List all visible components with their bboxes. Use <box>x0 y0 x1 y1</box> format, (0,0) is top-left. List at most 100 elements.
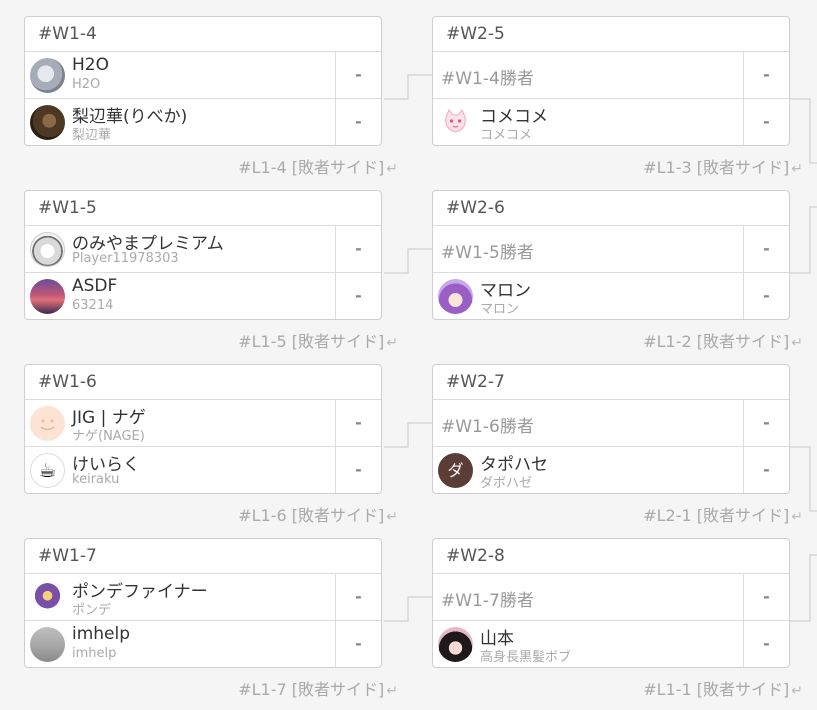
player-name: imhelp <box>72 624 131 644</box>
sunset-avatar <box>30 279 65 314</box>
letter-avatar: ダ <box>438 453 473 488</box>
loser-side-link[interactable]: #L1-4 [敗者サイド]↵ <box>238 158 398 177</box>
match-id: #W2-8 <box>433 539 789 574</box>
player-name: H2O <box>72 55 109 75</box>
player-username: ナゲ(NAGE) <box>72 429 145 444</box>
player-name: ASDF <box>72 276 118 296</box>
return-arrow-icon: ↵ <box>386 509 398 525</box>
player-name: 山本 <box>480 629 514 649</box>
score-cell[interactable]: - <box>335 574 381 620</box>
purple-character-avatar <box>30 580 65 615</box>
match-w2-7[interactable]: #W2-7 #W1-6勝者 - ダ タポハセ ダボハゼ - <box>432 364 790 494</box>
player-slot[interactable]: #W1-4勝者 - <box>433 52 789 99</box>
player-slot[interactable]: ☕ けいらく keiraku - <box>25 447 381 493</box>
player-slot[interactable]: H2O H2O - <box>25 52 381 99</box>
purple-hair-girl-avatar <box>438 279 473 314</box>
winner-placeholder: #W1-4勝者 <box>441 69 534 89</box>
score-cell[interactable]: - <box>335 273 381 319</box>
loser-side-link[interactable]: #L1-1 [敗者サイド]↵ <box>643 680 803 699</box>
score-cell[interactable]: - <box>743 52 789 98</box>
sketch-girl-avatar <box>30 232 65 267</box>
loser-side-link[interactable]: #L1-2 [敗者サイド]↵ <box>643 332 803 351</box>
player-username: 高身長黒髪ボブ <box>480 650 572 665</box>
gray-photo-avatar <box>30 627 65 662</box>
match-w2-6[interactable]: #W2-6 #W1-5勝者 - マロン マロン - <box>432 190 790 320</box>
score-cell[interactable]: - <box>743 574 789 620</box>
match-id: #W2-6 <box>433 191 789 226</box>
loser-side-link[interactable]: #L1-7 [敗者サイド]↵ <box>238 680 398 699</box>
player-slot[interactable]: 梨辺華(りべか) 梨辺華 - <box>25 99 381 145</box>
player-username: コメコメ <box>480 128 533 143</box>
player-slot[interactable]: #W1-7勝者 - <box>433 574 789 621</box>
player-username: マロン <box>480 302 520 317</box>
score-cell[interactable]: - <box>335 400 381 446</box>
match-w1-6[interactable]: #W1-6 JIG | ナゲ ナゲ(NAGE) - ☕ けいらく keiraku… <box>24 364 382 494</box>
match-w1-7[interactable]: #W1-7 ポンデファイナー ポンデ - imhelp imhelp - <box>24 538 382 668</box>
player-slot[interactable]: #W1-5勝者 - <box>433 226 789 273</box>
match-w1-4[interactable]: #W1-4 H2O H2O - 梨辺華(りべか) 梨辺華 - <box>24 16 382 146</box>
loser-side-link[interactable]: #L2-1 [敗者サイド]↵ <box>643 506 803 525</box>
score-cell[interactable]: - <box>743 226 789 272</box>
match-w1-5[interactable]: #W1-5 のみやまプレミアム Player11978303 - ASDF 63… <box>24 190 382 320</box>
player-username: H2O <box>72 77 101 92</box>
match-id: #W1-5 <box>25 191 381 226</box>
player-name: けいらく <box>72 455 140 475</box>
return-arrow-icon: ↵ <box>791 161 803 177</box>
black-hair-girl-avatar <box>438 627 473 662</box>
player-name: マロン <box>480 281 531 301</box>
player-username: Player11978303 <box>72 251 179 266</box>
score-cell[interactable]: - <box>743 273 789 319</box>
winner-placeholder: #W1-5勝者 <box>441 243 534 263</box>
return-arrow-icon: ↵ <box>386 161 398 177</box>
player-username: imhelp <box>72 646 117 661</box>
player-slot[interactable]: ダ タポハセ ダボハゼ - <box>433 447 789 493</box>
loser-side-link[interactable]: #L1-5 [敗者サイド]↵ <box>238 332 398 351</box>
score-cell[interactable]: - <box>743 621 789 667</box>
player-name: 梨辺華(りべか) <box>72 107 188 127</box>
match-id: #W1-4 <box>25 17 381 52</box>
player-slot[interactable]: ASDF 63214 - <box>25 273 381 319</box>
player-name: JIG | ナゲ <box>72 408 146 428</box>
player-slot[interactable]: ポンデファイナー ポンデ - <box>25 574 381 621</box>
score-cell[interactable]: - <box>335 99 381 145</box>
score-cell[interactable]: - <box>335 226 381 272</box>
match-w2-8[interactable]: #W2-8 #W1-7勝者 - 山本 高身長黒髪ボブ - <box>432 538 790 668</box>
player-name: のみやまプレミアム <box>72 234 224 254</box>
player-name: タポハセ <box>480 455 548 475</box>
player-username: keiraku <box>72 472 120 487</box>
winner-placeholder: #W1-6勝者 <box>441 417 534 437</box>
loser-side-link[interactable]: #L1-6 [敗者サイド]↵ <box>238 506 398 525</box>
winner-placeholder: #W1-7勝者 <box>441 591 534 611</box>
return-arrow-icon: ↵ <box>386 335 398 351</box>
dark-photo-avatar <box>30 105 65 140</box>
match-w2-5[interactable]: #W2-5 #W1-4勝者 - コメコメ コメコメ - <box>432 16 790 146</box>
loser-side-link[interactable]: #L1-3 [敗者サイド]↵ <box>643 158 803 177</box>
player-username: ダボハゼ <box>480 476 533 491</box>
player-username: 63214 <box>72 298 114 313</box>
score-cell[interactable]: - <box>335 621 381 667</box>
coffee-cup-avatar: ☕ <box>30 453 65 488</box>
player-slot[interactable]: imhelp imhelp - <box>25 621 381 667</box>
player-slot[interactable]: JIG | ナゲ ナゲ(NAGE) - <box>25 400 381 447</box>
score-cell[interactable]: - <box>743 447 789 493</box>
smiley-avatar <box>30 406 65 441</box>
player-slot[interactable]: 山本 高身長黒髪ボブ - <box>433 621 789 667</box>
score-cell[interactable]: - <box>743 99 789 145</box>
score-cell[interactable]: - <box>335 447 381 493</box>
match-id: #W2-5 <box>433 17 789 52</box>
player-slot[interactable]: マロン マロン - <box>433 273 789 319</box>
score-cell[interactable]: - <box>743 400 789 446</box>
player-slot[interactable]: コメコメ コメコメ - <box>433 99 789 145</box>
match-id: #W1-6 <box>25 365 381 400</box>
player-name: コメコメ <box>480 107 548 127</box>
return-arrow-icon: ↵ <box>791 335 803 351</box>
score-cell[interactable]: - <box>335 52 381 98</box>
player-slot[interactable]: のみやまプレミアム Player11978303 - <box>25 226 381 273</box>
return-arrow-icon: ↵ <box>791 683 803 699</box>
player-username: ポンデ <box>72 603 112 618</box>
match-id: #W2-7 <box>433 365 789 400</box>
return-arrow-icon: ↵ <box>386 683 398 699</box>
gray-blob-avatar <box>30 58 65 93</box>
player-slot[interactable]: #W1-6勝者 - <box>433 400 789 447</box>
